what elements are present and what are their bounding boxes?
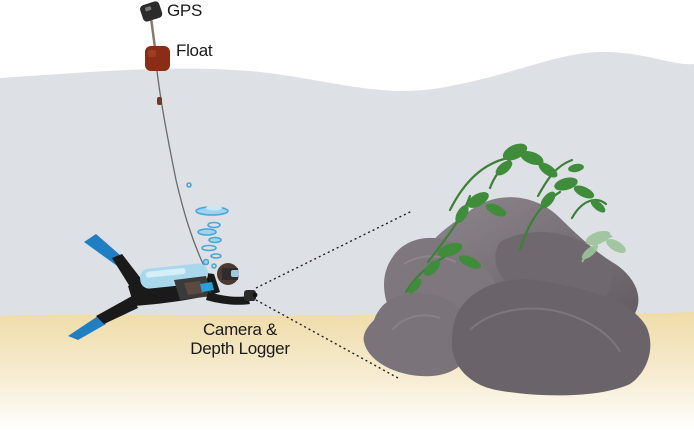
diver-icon [68, 234, 250, 340]
view-line-lower [255, 299, 399, 379]
camera-icon [244, 290, 258, 301]
rock-icon [363, 197, 651, 396]
gps-unit-icon [140, 1, 163, 22]
gps-pole [149, 17, 157, 49]
kelp-fronds [408, 143, 606, 294]
kelp-fronds-faded [581, 230, 626, 263]
gps-label: GPS [167, 1, 203, 20]
float-label: Float [176, 41, 213, 60]
camera-label-line2: Depth Logger [190, 339, 290, 358]
tether-line [155, 61, 205, 267]
view-line-upper [255, 210, 413, 289]
bubbles-icon [186, 182, 229, 269]
camera-label-line1: Camera & [202, 320, 278, 339]
camera-depth-logger-label: Camera & Depth Logger [160, 320, 320, 358]
float-buoy-icon [145, 46, 170, 105]
